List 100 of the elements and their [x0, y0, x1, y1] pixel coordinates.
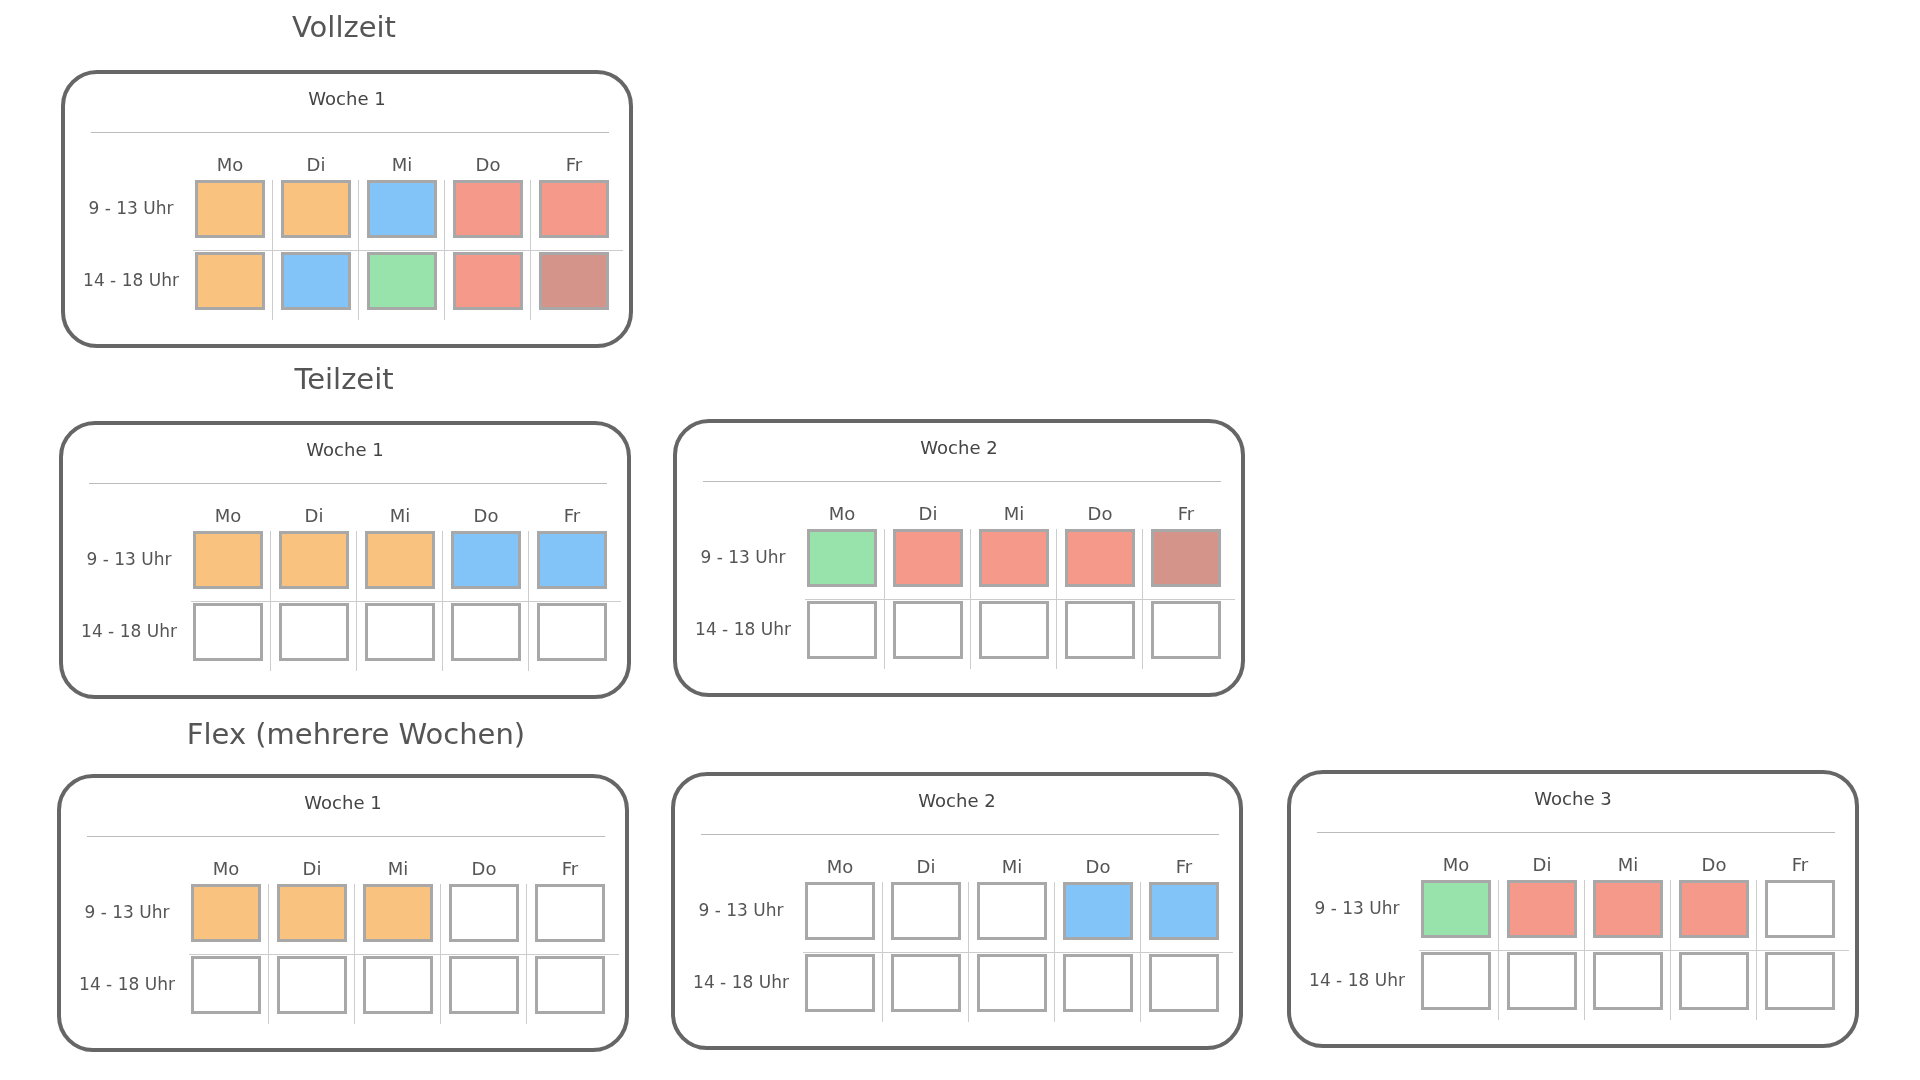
- week-title: Woche 1: [307, 88, 387, 109]
- weekday-label: Mo: [213, 505, 243, 526]
- schedule-slot: [1065, 601, 1135, 659]
- schedule-slot: [805, 954, 875, 1012]
- schedule-slot: [451, 603, 521, 661]
- schedule-slot: [1593, 952, 1663, 1010]
- schedule-slot: [1765, 952, 1835, 1010]
- weekday-label: Mi: [1000, 856, 1024, 877]
- weekday-label: Fr: [562, 505, 582, 526]
- schedule-slot: [453, 252, 523, 310]
- weekday-label: Do: [1700, 854, 1728, 875]
- weekday-label: Mo: [1441, 854, 1471, 875]
- week-title: Woche 2: [917, 790, 997, 811]
- schedule-slot: [1421, 952, 1491, 1010]
- week-title: Woche 1: [305, 439, 385, 460]
- schedule-slot: [537, 603, 607, 661]
- schedule-slot: [1507, 952, 1577, 1010]
- schedule-slot: [539, 180, 609, 238]
- schedule-slot: [1149, 954, 1219, 1012]
- schedule-slot: [363, 884, 433, 942]
- weekday-label: Do: [1086, 503, 1114, 524]
- schedule-slot: [1063, 882, 1133, 940]
- schedule-slot: [893, 601, 963, 659]
- weekday-label: Mo: [211, 858, 241, 879]
- week-card: [673, 419, 1245, 697]
- schedule-slot: [1151, 529, 1221, 587]
- schedule-slot: [1421, 880, 1491, 938]
- schedule-slot: [279, 603, 349, 661]
- schedule-slot: [535, 884, 605, 942]
- weekday-label: Do: [470, 858, 498, 879]
- time-label: 9 - 13 Uhr: [87, 198, 175, 218]
- week-card: [59, 421, 631, 699]
- weekday-label: Mi: [388, 505, 412, 526]
- schedule-slot: [1151, 601, 1221, 659]
- schedule-slot: [365, 531, 435, 589]
- week-card: [57, 774, 629, 1052]
- schedule-slot: [807, 601, 877, 659]
- schedule-slot: [279, 531, 349, 589]
- weekday-label: Fr: [1176, 503, 1196, 524]
- schedule-slot: [893, 529, 963, 587]
- weekday-label: Di: [1531, 854, 1553, 875]
- weekday-label: Fr: [564, 154, 584, 175]
- schedule-slot: [367, 252, 437, 310]
- time-label: 14 - 18 Uhr: [692, 972, 790, 992]
- schedule-slot: [363, 956, 433, 1014]
- weekday-label: Di: [305, 154, 327, 175]
- weekday-label: Di: [303, 505, 325, 526]
- schedule-slot: [891, 954, 961, 1012]
- weekday-label: Fr: [1790, 854, 1810, 875]
- week-title: Woche 3: [1533, 788, 1613, 809]
- schedule-slot: [979, 529, 1049, 587]
- schedule-slot: [807, 529, 877, 587]
- schedule-slot: [537, 531, 607, 589]
- schedule-slot: [1065, 529, 1135, 587]
- schedule-slot: [281, 252, 351, 310]
- schedule-slot: [195, 252, 265, 310]
- schedule-slot: [449, 884, 519, 942]
- schedule-slot: [891, 882, 961, 940]
- weekday-label: Do: [1084, 856, 1112, 877]
- time-label: 14 - 18 Uhr: [1308, 970, 1406, 990]
- schedule-slot: [539, 252, 609, 310]
- section-heading: Vollzeit: [292, 10, 396, 44]
- schedule-slot: [451, 531, 521, 589]
- week-card: [671, 772, 1243, 1050]
- weekday-label: Do: [472, 505, 500, 526]
- weekday-label: Mi: [1616, 854, 1640, 875]
- schedule-slot: [1149, 882, 1219, 940]
- schedule-slot: [195, 180, 265, 238]
- weekday-label: Mo: [825, 856, 855, 877]
- schedule-slot: [367, 180, 437, 238]
- week-card: [1287, 770, 1859, 1048]
- time-label: 9 - 13 Uhr: [697, 900, 785, 920]
- schedule-slot: [193, 531, 263, 589]
- time-label: 14 - 18 Uhr: [80, 621, 178, 641]
- weekday-label: Mi: [1002, 503, 1026, 524]
- schedule-slot: [1063, 954, 1133, 1012]
- weekday-label: Di: [301, 858, 323, 879]
- schedule-slot: [191, 956, 261, 1014]
- time-label: 9 - 13 Uhr: [1313, 898, 1401, 918]
- schedule-slot: [453, 180, 523, 238]
- time-label: 9 - 13 Uhr: [699, 547, 787, 567]
- schedule-slot: [277, 956, 347, 1014]
- time-label: 14 - 18 Uhr: [82, 270, 180, 290]
- schedule-slot: [535, 956, 605, 1014]
- weekday-label: Di: [917, 503, 939, 524]
- weekday-label: Mi: [390, 154, 414, 175]
- schedule-slot: [805, 882, 875, 940]
- week-card: [61, 70, 633, 348]
- schedule-slot: [1593, 880, 1663, 938]
- time-label: 9 - 13 Uhr: [83, 902, 171, 922]
- weekday-label: Di: [915, 856, 937, 877]
- time-label: 14 - 18 Uhr: [694, 619, 792, 639]
- schedule-slot: [191, 884, 261, 942]
- schedule-slot: [1679, 880, 1749, 938]
- schedule-slot: [193, 603, 263, 661]
- weekday-label: Fr: [1174, 856, 1194, 877]
- schedule-slot: [977, 954, 1047, 1012]
- section-heading: Teilzeit: [294, 362, 394, 396]
- time-label: 14 - 18 Uhr: [78, 974, 176, 994]
- schedule-slot: [1765, 880, 1835, 938]
